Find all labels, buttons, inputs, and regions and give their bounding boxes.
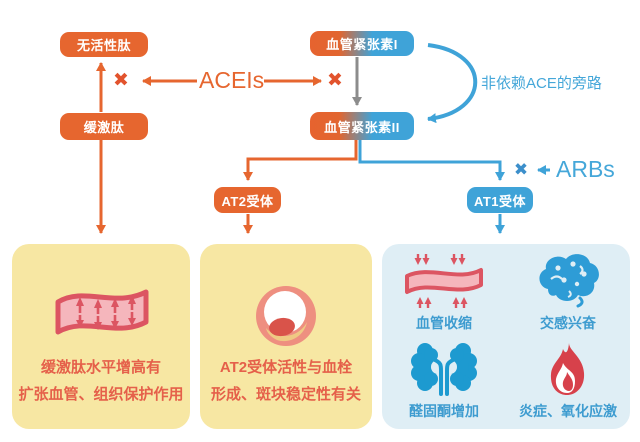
block-x-icon-ace: ✖ [327, 70, 343, 91]
node-angiotensin-1: 血管紧张素I [310, 31, 414, 56]
at2-effects-line2: 形成、斑块稳定性有关 [210, 386, 361, 403]
dilation-arrows [76, 295, 136, 330]
panel-at2-effects: AT2受体活性与血栓 形成、斑块稳定性有关 [200, 244, 372, 429]
arrow-ang2-to-at1 [358, 139, 505, 181]
node-angiotensin-2: 血管紧张素II [310, 112, 414, 140]
constriction-arrows [414, 254, 468, 308]
node-inactive-peptide: 无活性肽 [60, 32, 148, 57]
vessel-cross-section-icon [254, 284, 318, 353]
bradykinin-effects-line1: 缓激肽水平增高有 [40, 359, 161, 376]
block-x-icon-arbs: ✖ [513, 160, 529, 179]
panel-at1-effects: 血管收缩 交感兴奋 [382, 244, 630, 429]
at1-effect-aldosterone: 醛固酮增加 [382, 340, 506, 428]
at1-effect-sympathetic: 交感兴奋 [506, 252, 630, 340]
at1-effect-inflammation: 炎症、氧化应激 [506, 340, 630, 428]
arbs-label: ARBs [556, 156, 615, 182]
at1-effect-label: 醛固酮增加 [409, 403, 479, 419]
flame-icon [545, 340, 591, 398]
node-at1-receptor: AT1受体 [467, 187, 533, 213]
bradykinin-effects-text: 缓激肽水平增高有 扩张血管、组织保护作用 [12, 354, 190, 408]
brain-icon [536, 252, 600, 310]
block-x-icon-bradykinin: ✖ [113, 70, 129, 91]
node-bradykinin: 缓激肽 [60, 113, 148, 140]
at1-effect-vasoconstriction: 血管收缩 [382, 252, 506, 340]
node-at2-receptor: AT2受体 [214, 187, 281, 213]
kidneys-icon [408, 340, 480, 398]
vessel-constricted-icon [402, 252, 486, 310]
bradykinin-effects-line2: 扩张血管、组织保护作用 [18, 386, 184, 403]
at1-effect-label: 炎症、氧化应激 [519, 403, 617, 419]
aceis-label: ACEIs [199, 67, 265, 93]
at1-effect-label: 交感兴奋 [540, 315, 596, 331]
at2-effects-line1: AT2受体活性与血栓 [219, 359, 353, 376]
at2-effects-text: AT2受体活性与血栓 形成、斑块稳定性有关 [200, 354, 372, 408]
vessel-dilated-icon [54, 280, 150, 351]
panel-bradykinin-effects: 缓激肽水平增高有 扩张血管、组织保护作用 [12, 244, 190, 429]
arrow-bypass-curve [427, 43, 478, 124]
bypass-label: 非依赖ACE的旁路 [481, 75, 602, 92]
at1-effect-label: 血管收缩 [416, 315, 472, 331]
arrow-ang2-to-at2 [243, 139, 358, 181]
